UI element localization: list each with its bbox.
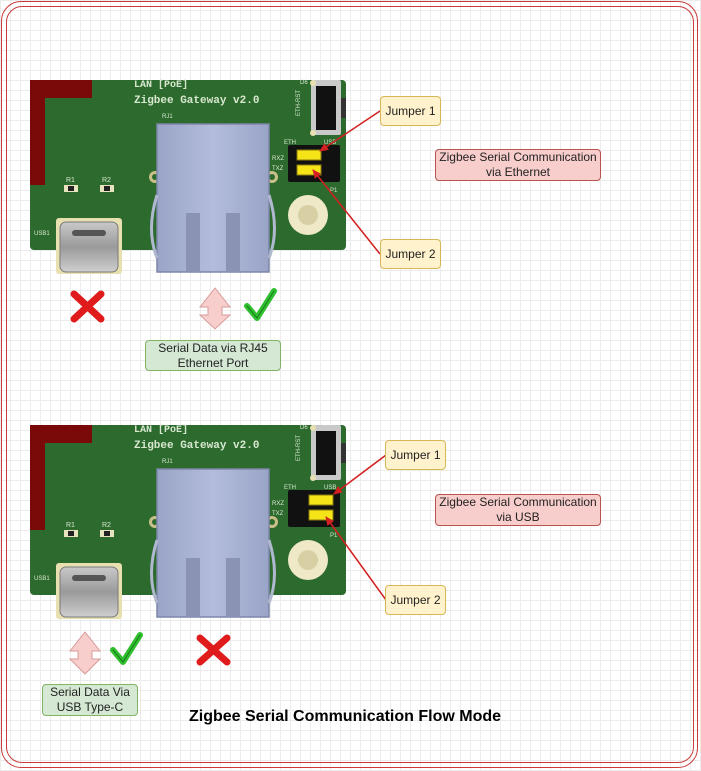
jumper-1-cap bbox=[296, 149, 322, 161]
mode-label-usb: Zigbee Serial Communication via USB bbox=[435, 494, 601, 526]
jumper-1-pointer-bottom bbox=[333, 454, 387, 495]
data-path-label-rj45: Serial Data via RJ45 Ethernet Port bbox=[145, 340, 281, 371]
inner-frame bbox=[6, 6, 694, 763]
board-label-eth-rst: ETH-RST bbox=[296, 90, 302, 116]
rj45-tab bbox=[150, 539, 159, 604]
diagram-title: Zigbee Serial Communication Flow Mode bbox=[188, 708, 502, 725]
pcb-antenna-zone bbox=[30, 80, 92, 185]
board-label-usb1: USB1 bbox=[34, 231, 50, 237]
board-label-rj1: RJ1 bbox=[162, 459, 173, 465]
cross-icon bbox=[196, 634, 231, 666]
jumper-1-pointer-top bbox=[319, 110, 381, 152]
jumper-2-cap bbox=[296, 164, 322, 176]
board-label-txz: TXZ bbox=[272, 511, 284, 517]
check-icon bbox=[244, 288, 277, 321]
mount-hole-large-inner bbox=[298, 550, 318, 570]
rj45-jack bbox=[156, 123, 270, 273]
board-label-eth: ETH bbox=[284, 140, 296, 146]
rj45-tab bbox=[150, 194, 159, 259]
data-path-label-usb: Serial Data Via USB Type-C bbox=[42, 684, 138, 716]
board-label-name: Zigbee Gateway v2.0 bbox=[134, 440, 259, 452]
board-label-r1: R1 bbox=[66, 522, 75, 529]
rj45-pin bbox=[226, 558, 240, 616]
jumper-2-cap bbox=[308, 509, 334, 521]
board-label-rxz: RXZ bbox=[272, 156, 284, 162]
pad bbox=[310, 425, 316, 431]
resistor-r1-body bbox=[68, 186, 74, 191]
jumper-1-cap bbox=[308, 494, 334, 506]
check-icon bbox=[110, 632, 143, 665]
usb-c-tongue bbox=[72, 230, 106, 236]
reset-button-side bbox=[341, 443, 346, 463]
pcb-antenna-zone bbox=[30, 425, 92, 530]
board-label-r2: R2 bbox=[102, 522, 111, 529]
board-label-d6: D6 bbox=[300, 425, 308, 431]
mode-label-ethernet: Zigbee Serial Communication via Ethernet bbox=[435, 149, 601, 181]
rj45-pin bbox=[186, 213, 200, 271]
pad bbox=[310, 130, 316, 136]
rj45-pin bbox=[226, 213, 240, 271]
double-arrow-icon bbox=[68, 631, 102, 675]
jumper-1-label-bottom: Jumper 1 bbox=[385, 440, 446, 470]
rj45-jack bbox=[156, 468, 270, 618]
board-label-lan: LAN [PoE] bbox=[134, 424, 188, 436]
rj45-tab bbox=[267, 539, 276, 604]
board-label-rxz: RXZ bbox=[272, 501, 284, 507]
board-label-r2: R2 bbox=[102, 177, 111, 184]
usb-c-port bbox=[59, 221, 119, 273]
mount-hole-large-inner bbox=[298, 205, 318, 225]
board-label-usb: USB bbox=[324, 140, 336, 146]
usb-c-tongue bbox=[72, 575, 106, 581]
rj45-tab bbox=[267, 194, 276, 259]
board-label-d6: D6 bbox=[300, 80, 308, 86]
board-label-lan: LAN [PoE] bbox=[134, 79, 188, 91]
reset-button-side bbox=[341, 98, 346, 118]
board-label-txz: TXZ bbox=[272, 166, 284, 172]
jumper-2-pointer-bottom bbox=[325, 516, 387, 601]
mount-hole-inner bbox=[269, 519, 275, 525]
board-label-r1: R1 bbox=[66, 177, 75, 184]
board-label-name: Zigbee Gateway v2.0 bbox=[134, 95, 259, 107]
usb-c-port bbox=[59, 566, 119, 618]
jumper-2-label-bottom: Jumper 2 bbox=[385, 585, 446, 615]
board-label-p1: P1 bbox=[330, 188, 338, 194]
pad bbox=[310, 80, 316, 86]
reset-button-cap bbox=[316, 86, 336, 130]
resistor-r2-body bbox=[104, 186, 110, 191]
board-label-eth-rst: ETH-RST bbox=[296, 435, 302, 461]
board-label-p1: P1 bbox=[330, 533, 338, 539]
board-label-usb1: USB1 bbox=[34, 576, 50, 582]
board-label-usb: USB bbox=[324, 485, 336, 491]
jumper-2-label-top: Jumper 2 bbox=[380, 239, 441, 269]
resistor-r2-body bbox=[104, 531, 110, 536]
double-arrow-icon bbox=[198, 287, 232, 330]
cross-icon bbox=[70, 290, 105, 323]
board-label-eth: ETH bbox=[284, 485, 296, 491]
pcb-board-bottom: LAN [PoE] Zigbee Gateway v2.0 RJ1 R1 R2 … bbox=[30, 424, 346, 619]
resistor-r1-body bbox=[68, 531, 74, 536]
mount-hole-inner bbox=[269, 174, 275, 180]
board-label-rj1: RJ1 bbox=[162, 114, 173, 120]
jumper-1-label-top: Jumper 1 bbox=[380, 96, 441, 126]
reset-button-cap bbox=[316, 431, 336, 475]
jumper-2-pointer-top bbox=[312, 169, 381, 255]
pad bbox=[310, 475, 316, 481]
pcb-board-top: LAN [PoE] Zigbee Gateway v2.0 RJ1 R1 R2 … bbox=[30, 79, 346, 274]
rj45-pin bbox=[186, 558, 200, 616]
